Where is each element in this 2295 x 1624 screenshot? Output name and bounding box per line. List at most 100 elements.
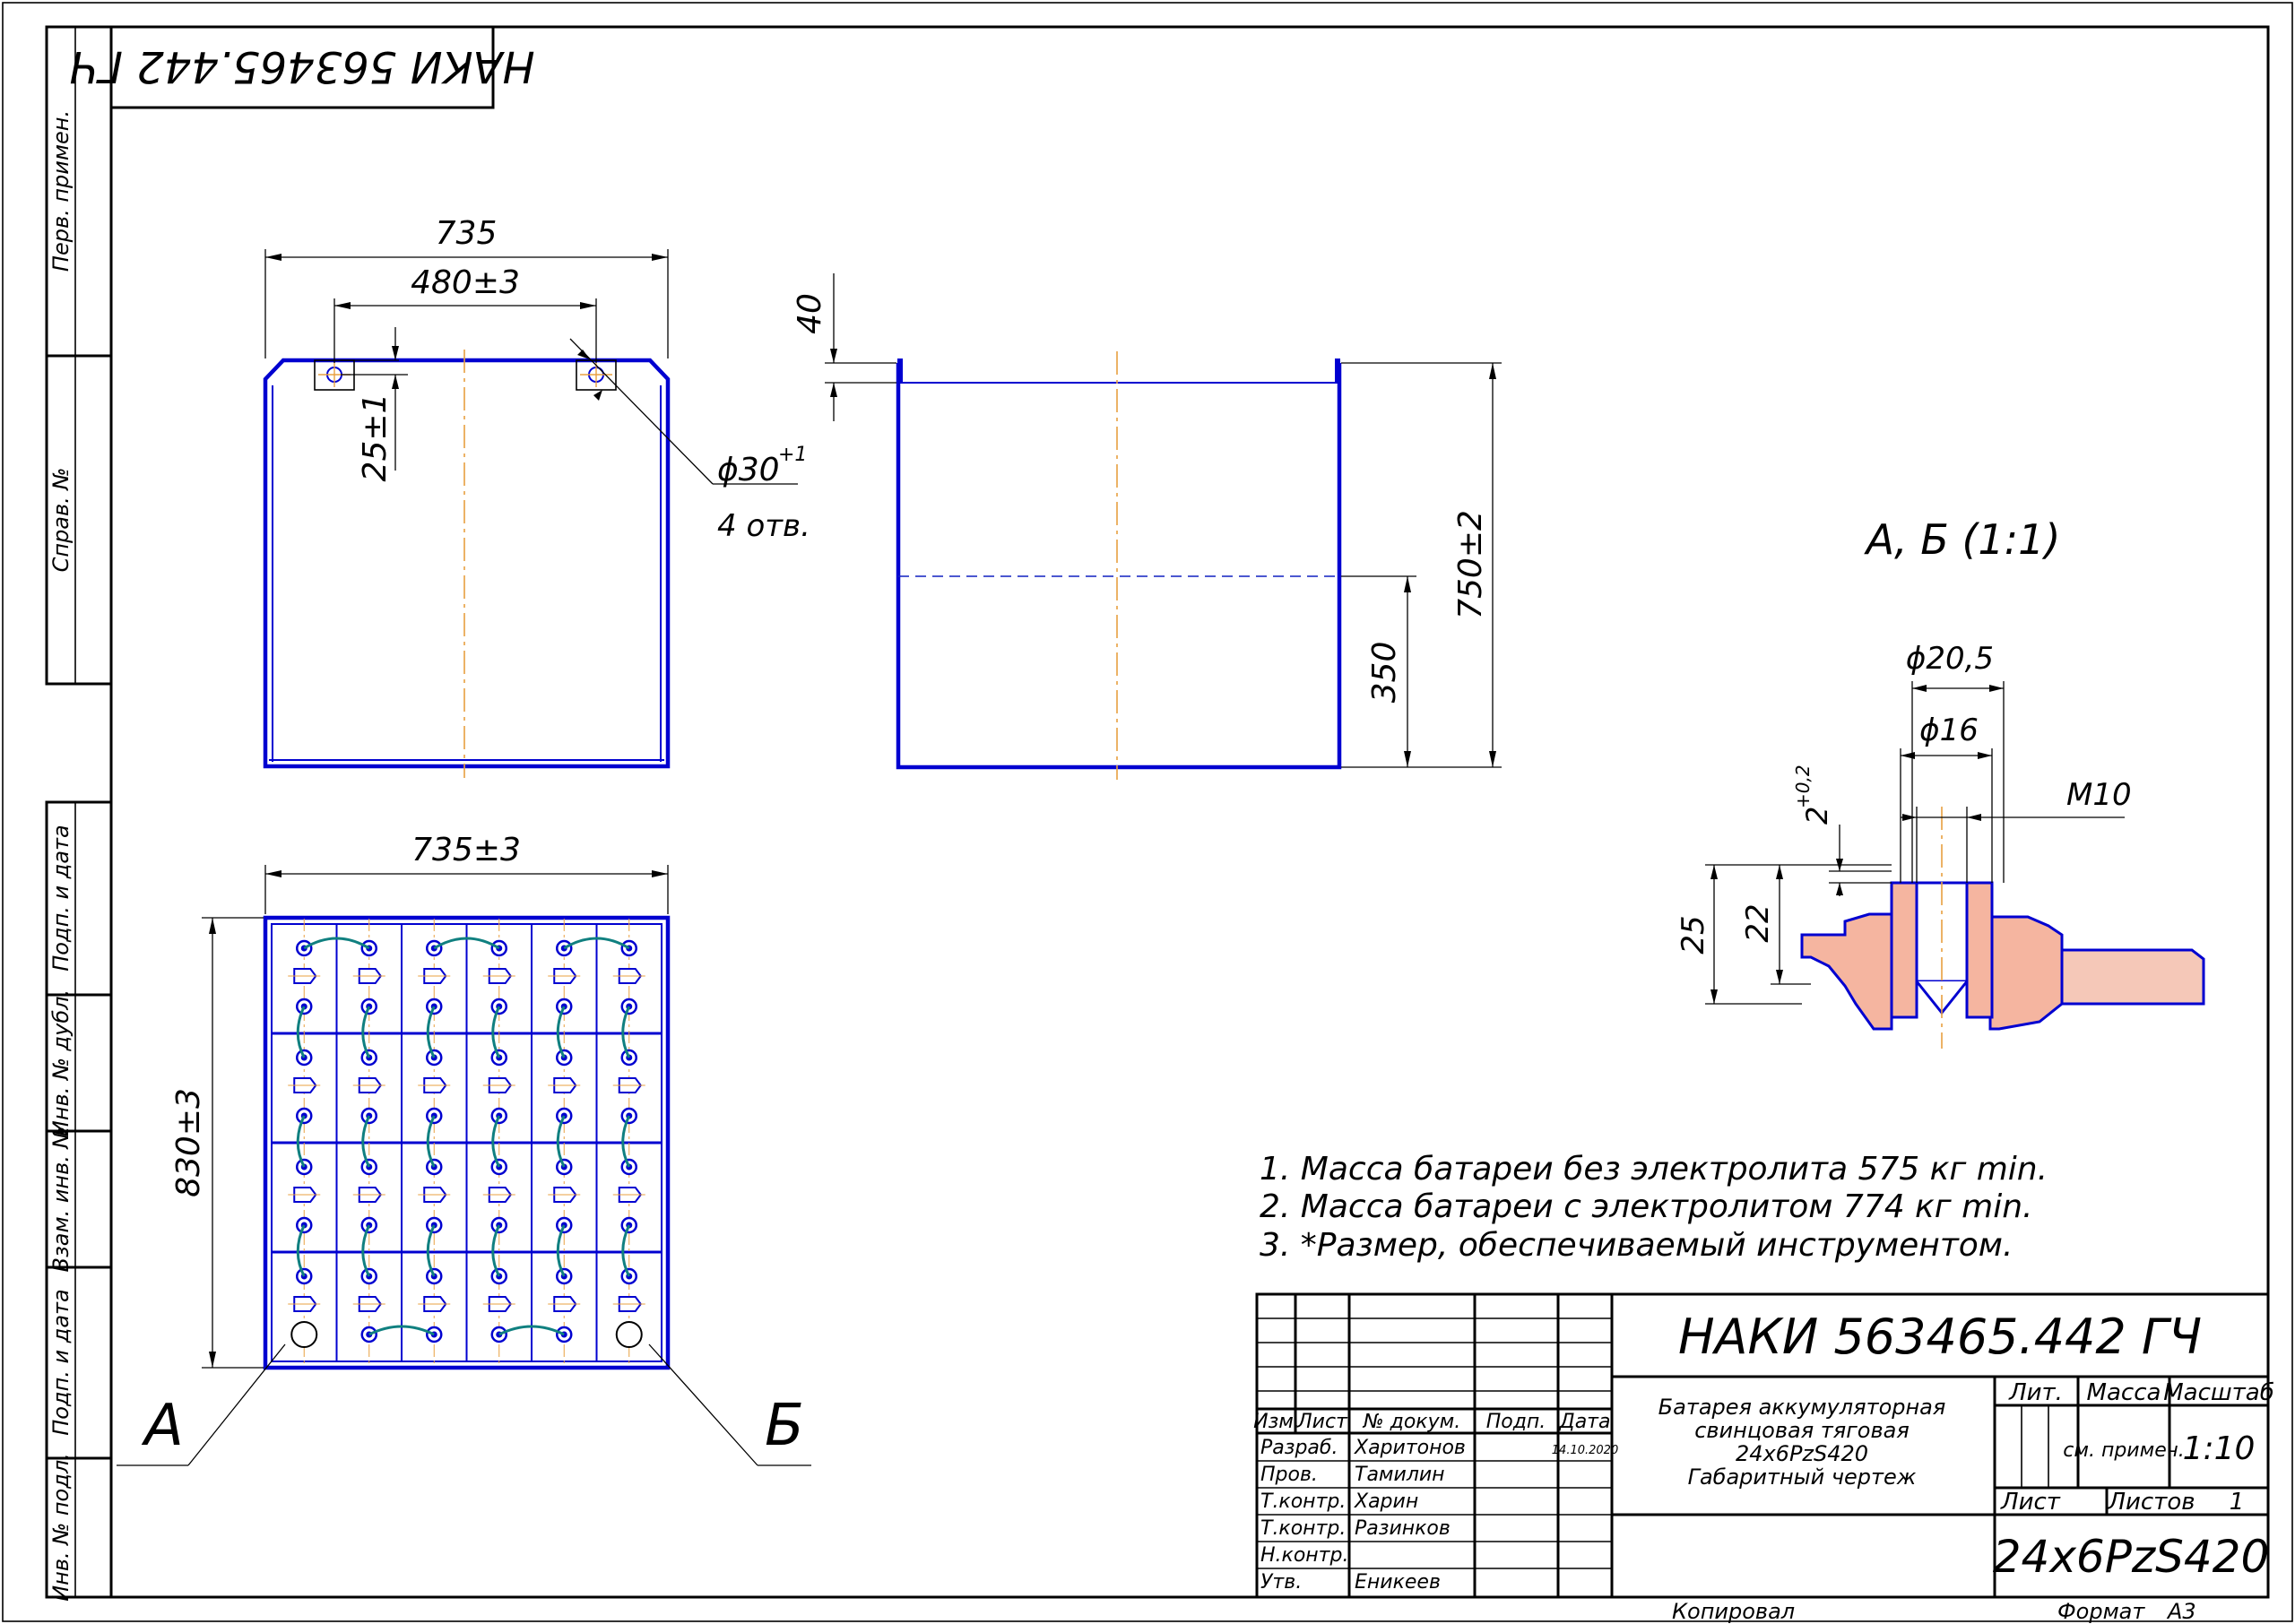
inter-cell-connector xyxy=(426,1006,436,1058)
role-2: Пров. xyxy=(1260,1464,1318,1486)
sheets-label: Листов xyxy=(2107,1489,2195,1516)
dim-side-height: 750±2 xyxy=(1452,510,1489,619)
terminal-detail: А, Б (1:1) ϕ20,5 ϕ16 М10 xyxy=(1676,515,2205,1049)
dim-hole-offset: 25±1 xyxy=(357,393,394,482)
note-2: 2. Масса батареи с электролитом 774 кг m… xyxy=(1260,1188,2032,1225)
side-stamp: Перв. примен. Справ. № Подп. и дата Инв.… xyxy=(45,25,113,1602)
note-1: 1. Масса батареи без электролита 575 кг … xyxy=(1260,1151,2048,1188)
role-4: Т.контр. xyxy=(1260,1517,1346,1540)
title-name-line-3: 24х6PzS420 xyxy=(1736,1441,1868,1466)
stamp-podp-data-2: Подп. и дата xyxy=(48,1289,74,1436)
header-lit: Лит. xyxy=(2008,1379,2063,1406)
header-scale: Масштаб xyxy=(2163,1379,2274,1406)
front-view: 735 480±3 25±1 ϕ30 +1 4 отв. xyxy=(263,215,810,778)
dim-plan-width: 735±3 xyxy=(411,832,521,868)
copied-label: Копировал xyxy=(1672,1599,1795,1624)
role-1-name: Харитонов xyxy=(1354,1437,1466,1459)
title-designation-code: 24х6PzS420 xyxy=(1993,1531,2270,1583)
sheet-label: Лист xyxy=(2000,1489,2061,1516)
cell-grid xyxy=(272,919,662,1367)
dim-hole-diameter-tolerance: +1 xyxy=(778,444,807,466)
role-6: Утв. xyxy=(1260,1571,1302,1594)
inverted-designation-text: НАКИ 563465.442 ГЧ xyxy=(69,41,534,91)
col-sign: Подп. xyxy=(1486,1411,1546,1433)
inter-cell-connector xyxy=(556,1115,566,1168)
inter-cell-connector xyxy=(296,1115,306,1168)
format-value: А3 xyxy=(2166,1599,2196,1624)
side-view-outline xyxy=(896,363,1342,770)
inter-cell-connector xyxy=(556,1224,566,1277)
format-label: Формат xyxy=(2057,1599,2145,1624)
inter-cell-connector xyxy=(361,1006,371,1058)
stamp-podp-data-1: Подп. и дата xyxy=(48,825,74,972)
bottom-connector xyxy=(368,1325,435,1336)
top-connector xyxy=(433,937,500,950)
title-designation-number: НАКИ 563465.442 ГЧ xyxy=(1678,1309,2202,1365)
inter-cell-connector xyxy=(621,1115,631,1168)
stamp-sprav-no: Справ. № xyxy=(48,468,74,573)
title-block: НАКИ 563465.442 ГЧ Батарея аккумуляторна… xyxy=(1253,1292,2274,1599)
col-izm: Изм. xyxy=(1253,1411,1300,1433)
front-view-outline xyxy=(263,358,671,769)
inter-cell-connector xyxy=(491,1224,501,1277)
role-4-name: Разинков xyxy=(1355,1517,1451,1540)
inter-cell-connector xyxy=(426,1224,436,1277)
inter-cell-connector xyxy=(556,1006,566,1058)
inter-cell-connector xyxy=(621,1006,631,1058)
date-value: 14.10.2020 xyxy=(1552,1444,1618,1457)
dim-detail-gap: 2 xyxy=(1800,807,1834,825)
main-terminal-b xyxy=(615,1321,643,1348)
dim-plan-depth: 830±3 xyxy=(170,1088,207,1197)
stamp-perv-primen: Перв. примен. xyxy=(48,110,74,272)
bottom-connector xyxy=(498,1325,565,1336)
main-terminal-a xyxy=(290,1321,318,1348)
dim-level-height: 350 xyxy=(1366,642,1403,704)
inverted-designation-box: НАКИ 563465.442 ГЧ xyxy=(69,25,535,109)
dim-detail-h2: 22 xyxy=(1740,903,1776,942)
dim-detail-gap-tolerance: +0,2 xyxy=(1792,764,1814,808)
note-3: 3. *Размер, обеспечиваемый инструментом. xyxy=(1260,1227,2013,1264)
sheets-value: 1 xyxy=(2230,1489,2245,1516)
top-connector xyxy=(303,937,370,950)
col-list: Лист xyxy=(1296,1411,1348,1433)
col-date: Дата xyxy=(1559,1411,1611,1433)
role-3-name: Харин xyxy=(1354,1490,1418,1513)
inter-cell-connector xyxy=(361,1115,371,1168)
role-6-name: Еникеев xyxy=(1355,1571,1441,1594)
notes: 1. Масса батареи без электролита 575 кг … xyxy=(1260,1151,2048,1264)
col-docnum: № докум. xyxy=(1363,1411,1460,1433)
stamp-inv-podl: Инв. № подл. xyxy=(48,1453,74,1602)
inter-cell-connector xyxy=(491,1006,501,1058)
title-name-line-2: свинцовая тяговая xyxy=(1694,1418,1910,1443)
top-connector xyxy=(563,937,630,950)
stamp-vzam-inv: Взам. инв. № xyxy=(48,1127,74,1273)
dim-hole-spacing: 480±3 xyxy=(411,264,520,301)
title-name-line-4: Габаритный чертеж xyxy=(1688,1464,1917,1490)
stamp-inv-dubl: Инв. № дубл. xyxy=(48,989,74,1136)
role-2-name: Тамилин xyxy=(1355,1464,1445,1486)
inter-cell-connector xyxy=(296,1006,306,1058)
inter-cell-connector xyxy=(491,1115,501,1168)
role-1: Разраб. xyxy=(1260,1437,1338,1459)
mass-value: см. примеч. xyxy=(2063,1439,2184,1462)
inter-cell-connector xyxy=(426,1115,436,1168)
inter-cell-connector xyxy=(296,1224,306,1277)
dim-hole-diameter: ϕ30 xyxy=(717,452,780,488)
role-3: Т.контр. xyxy=(1260,1490,1346,1513)
side-view: 40 750±2 350 xyxy=(792,273,1502,780)
inter-cell-connector xyxy=(361,1224,371,1277)
title-name-line-1: Батарея аккумуляторная xyxy=(1658,1395,1946,1420)
header-mass: Масса xyxy=(2087,1379,2161,1406)
plan-view-outline xyxy=(263,915,671,1370)
detail-title: А, Б (1:1) xyxy=(1864,515,2061,564)
hole-count: 4 отв. xyxy=(717,508,810,544)
callout-b: Б xyxy=(765,1393,804,1459)
terminal-section xyxy=(1800,807,2205,1049)
role-5: Н.контр. xyxy=(1260,1544,1348,1567)
dim-front-width: 735 xyxy=(436,215,498,252)
dim-detail-d2: ϕ16 xyxy=(1919,713,1979,748)
scale-value: 1:10 xyxy=(2183,1430,2256,1467)
dim-detail-d1: ϕ20,5 xyxy=(1906,641,1994,677)
